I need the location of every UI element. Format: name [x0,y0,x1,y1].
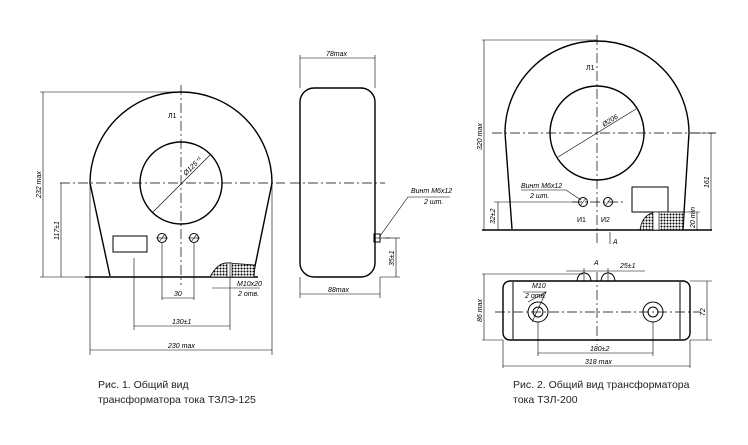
fig2-caption: Рис. 2. Общий вид трансформатора тока ТЗ… [513,378,689,408]
fig2-bottom-view: А 25±1 М10 2 отв. 86 max 72 180±2 318 ma… [477,260,712,368]
fig1-dim-thread: М10х20 [237,281,262,288]
fig2-top-terminals-icon [576,268,616,282]
fig2-terminal-icon [578,197,613,207]
fig2-mount-foot-hatch [639,211,685,231]
fig2-dim-screw-count: 2 шт. [529,193,549,200]
fig2-caption-line2: тока ТЗЛ-200 [513,394,578,406]
fig1-nameplate [112,235,148,253]
fig2-dim-thread-count: 2 отв. [524,293,546,300]
fig1-dim-depth-top: 78max [326,51,348,58]
fig2-nameplate [631,186,669,213]
fig2-label-i2: И2 [601,217,610,224]
fig1-caption-line1: Рис. 1. Общий вид [98,379,189,391]
fig1-dim-diameter: Ø125⁺¹ [182,156,204,178]
fig1-dim-depth-bottom: 88max [328,287,350,294]
fig1-caption-line2: трансформатора тока ТЗЛЭ-125 [98,394,256,406]
fig1-front-view: Л1 232 max 117±1 Ø125⁺¹ 30 130±1 230 max… [36,85,285,355]
fig2-dim-depth: 86 max [477,299,484,322]
fig1-dim-height: 232 max [36,171,43,199]
fig1-terminal-label: Л1 [168,113,177,120]
fig2-dim-mount-spacing: 180±2 [590,346,610,353]
fig1-dim-mount-spacing: 130±1 [172,319,192,326]
fig2-dim-terminal-spacing: 25±1 [619,263,636,270]
fig1-dim-width: 230 max [167,343,195,350]
fig2-dim-inner-depth: 72 [700,308,707,316]
fig1-side-body [299,87,376,278]
fig2-caption-line1: Рис. 2. Общий вид трансформатора [513,379,690,391]
fig2-label-i1: И1 [577,217,586,224]
fig2-dim-axis-height: 161 [704,176,711,188]
fig1-caption: Рис. 1. Общий вид трансформатора тока ТЗ… [98,378,256,408]
fig1-side-view: 78max 88max 35±1 Винт М6х12 2 шт. [290,51,452,298]
fig2-dim-width: 318 max [585,359,612,366]
fig1-mount-foot-hatch [209,262,256,278]
fig1-dim-axis-height: 117±1 [54,221,61,240]
fig2-dim-terminal-height: 32±2 [490,208,497,224]
fig1-dim-screw: Винт М6х12 [411,188,452,195]
fig2-terminal-label: Л1 [586,65,595,72]
fig2-view-label: А [612,239,618,246]
fig1-dim-thread-count: 2 отв. [237,291,259,298]
fig1-terminal-icon [156,233,200,243]
fig2-front-view: Л1 И1 И2 А 320 max Ø206 161 32±2 20 min … [477,35,716,246]
fig2-dim-height: 320 max [477,123,484,150]
fig2-mount-hole-icon [527,301,664,323]
fig2-bottom-view-label: А [593,260,599,267]
fig2-dim-thread: М10 [532,283,546,290]
fig1-dim-terminal-spacing: 30 [174,291,182,298]
fig1-dim-screw-count: 2 шт. [423,199,443,206]
fig2-bottom-body [502,280,691,341]
fig2-dim-screw: Винт М6х12 [521,183,562,190]
fig1-dim-screw-height: 35±1 [389,250,396,266]
fig2-dim-diameter: Ø206 [601,114,620,130]
fig2-dim-min-clearance: 20 min [690,207,697,229]
